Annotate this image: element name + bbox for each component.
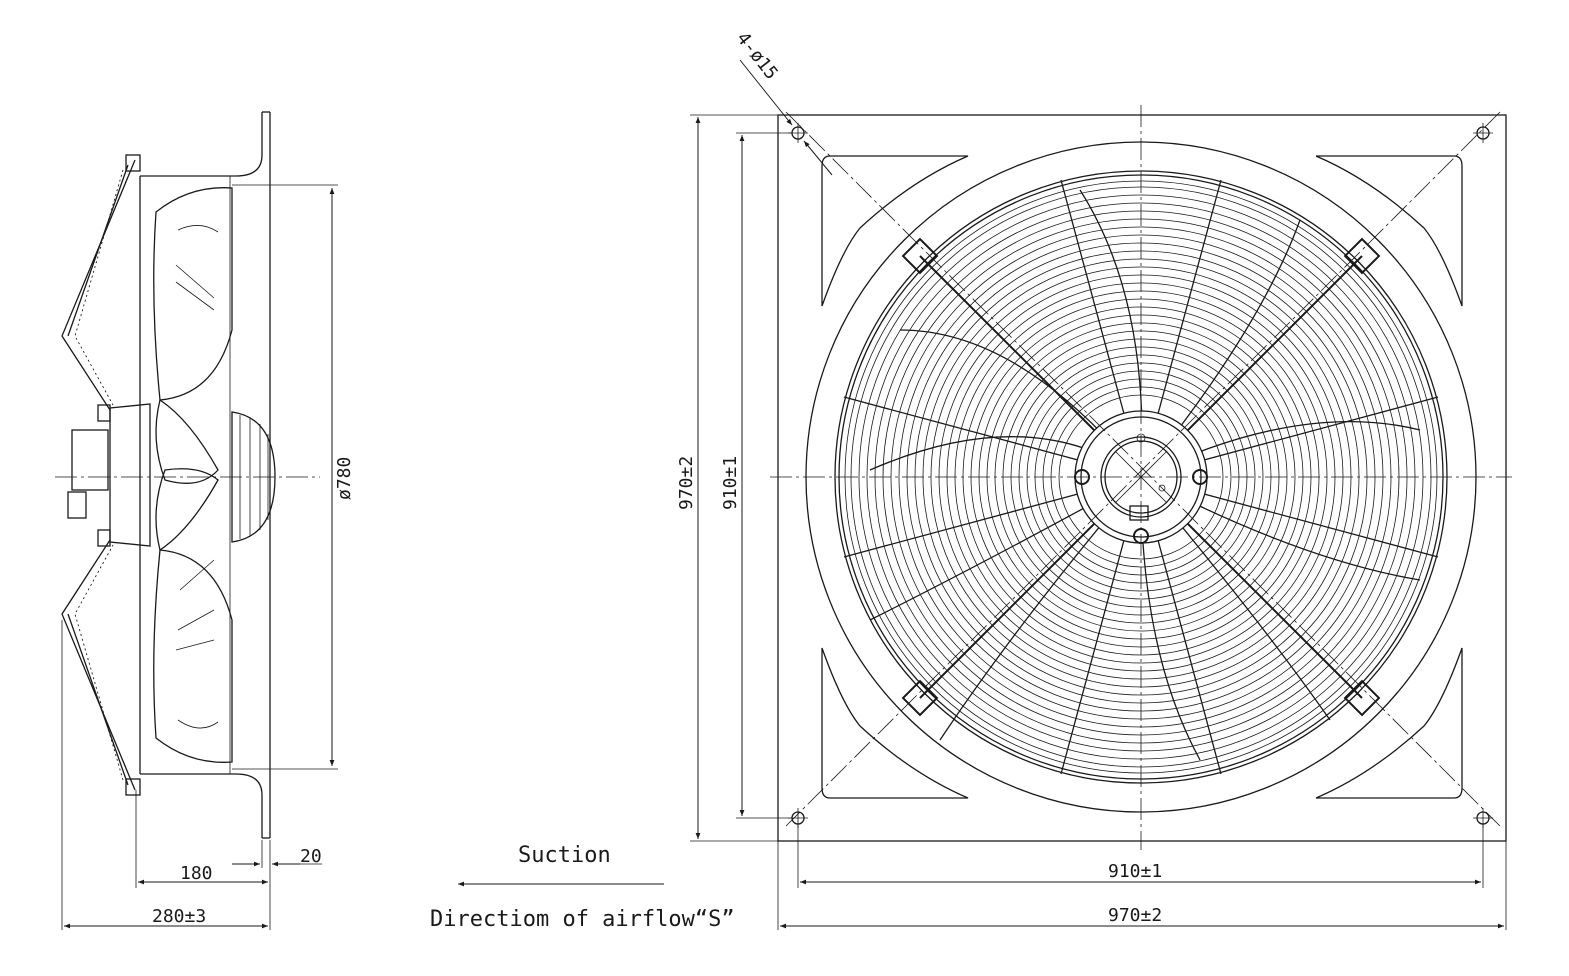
dim-hole-spacing-h-label: 910±1 bbox=[1108, 861, 1162, 882]
side-flange bbox=[139, 111, 271, 839]
guard-clip-tr bbox=[1343, 237, 1381, 275]
dim-plate-height-label: 970±2 bbox=[676, 456, 697, 510]
dim-side-depth bbox=[61, 620, 322, 930]
dim-flange-depth-label: 180 bbox=[180, 863, 213, 884]
front-view: 4-ø15 970±2 910±1 910±1 970±2 bbox=[676, 28, 1512, 930]
guard-clip-bl bbox=[901, 679, 939, 717]
corner-cutout-tr bbox=[1315, 155, 1463, 307]
corner-cutout-bl bbox=[821, 647, 969, 799]
hole-leader bbox=[739, 59, 833, 176]
side-motor bbox=[67, 403, 276, 547]
front-plate bbox=[777, 114, 1507, 842]
side-view: ø780 180 20 280±3 bbox=[55, 111, 355, 930]
side-blades bbox=[153, 187, 233, 763]
guard-clip-tl bbox=[901, 237, 939, 275]
dim-plate-width-label: 970±2 bbox=[1108, 905, 1162, 926]
dim-flange-thickness-label: 20 bbox=[300, 846, 322, 867]
mounting-holes-label: 4-ø15 bbox=[732, 28, 782, 84]
dim-diameter-label: ø780 bbox=[334, 457, 355, 500]
corner-cutout-br bbox=[1315, 647, 1463, 799]
side-guard bbox=[61, 154, 141, 796]
dim-total-depth-label: 280±3 bbox=[152, 906, 206, 927]
dim-diameter: ø780 bbox=[232, 184, 355, 770]
airflow-suction-label: Suction bbox=[518, 843, 611, 868]
dim-front-horizontal bbox=[777, 824, 1507, 930]
airflow-direction-caption: Directiom of airflow“S” bbox=[430, 907, 735, 932]
corner-cutout-tl bbox=[821, 155, 969, 307]
dim-hole-spacing-v-label: 910±1 bbox=[720, 456, 741, 510]
guard-clip-br bbox=[1343, 679, 1381, 717]
dim-front-vertical bbox=[690, 114, 792, 842]
